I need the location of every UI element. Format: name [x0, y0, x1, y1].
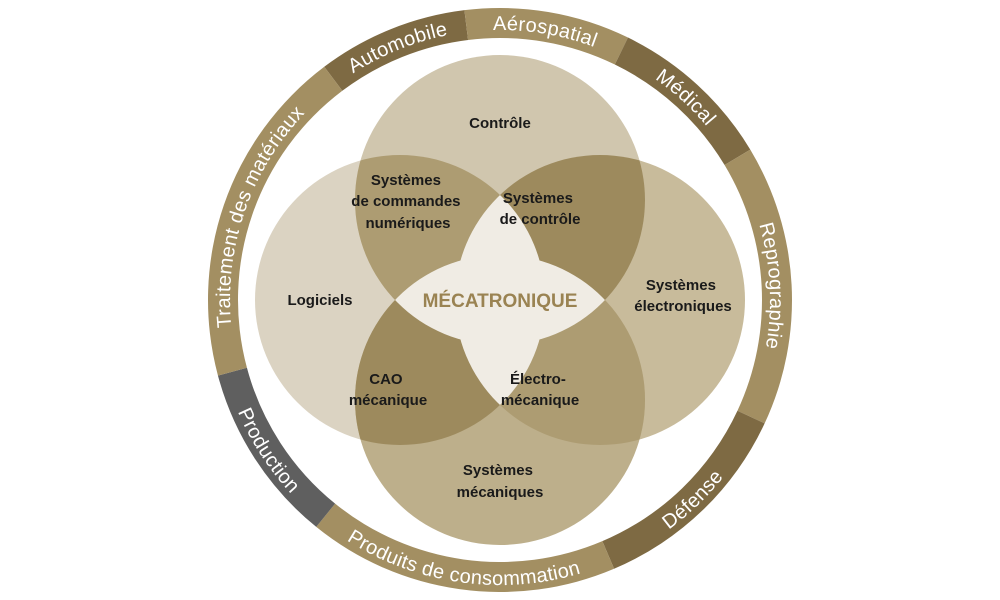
label-line: de contrôle	[500, 211, 581, 228]
label-line: électroniques	[634, 298, 732, 315]
overlap-bottom-left-label: CAO mécanique	[349, 371, 427, 409]
circle-left-label: Logiciels	[287, 292, 352, 309]
ring-segment	[316, 503, 615, 593]
label-line: mécaniques	[457, 484, 544, 501]
label-line: numériques	[365, 215, 450, 232]
ring-segment	[217, 367, 336, 527]
label-line: Systèmes	[503, 190, 573, 207]
ring-segment	[602, 410, 765, 569]
ring-segment	[724, 149, 792, 424]
venn-circles	[255, 55, 745, 545]
circle-right-label: Systèmes électroniques	[634, 277, 732, 315]
label-line: mécanique	[349, 392, 427, 409]
circle-top-label: Contrôle	[469, 115, 531, 132]
label-line: Systèmes	[463, 462, 533, 479]
label-line: de commandes	[351, 193, 460, 210]
label-line: Électro-	[510, 371, 566, 388]
ring-segment	[324, 10, 469, 91]
label-line: CAO	[369, 371, 403, 388]
overlap-top-left-label: Systèmes de commandes numériques	[351, 172, 464, 232]
ring-segment	[614, 37, 751, 166]
label-line: Systèmes	[371, 172, 441, 189]
center-label: MÉCATRONIQUE	[423, 290, 578, 312]
overlap-bottom-right-label: Électro- mécanique	[501, 371, 579, 409]
ring-segment	[464, 8, 628, 65]
circle-bottom-label: Systèmes mécaniques	[457, 462, 544, 501]
overlap-top-right-label: Systèmes de contrôle	[500, 190, 581, 228]
ring-segment	[207, 66, 343, 376]
label-line: Systèmes	[646, 277, 716, 294]
label-line: mécanique	[501, 392, 579, 409]
